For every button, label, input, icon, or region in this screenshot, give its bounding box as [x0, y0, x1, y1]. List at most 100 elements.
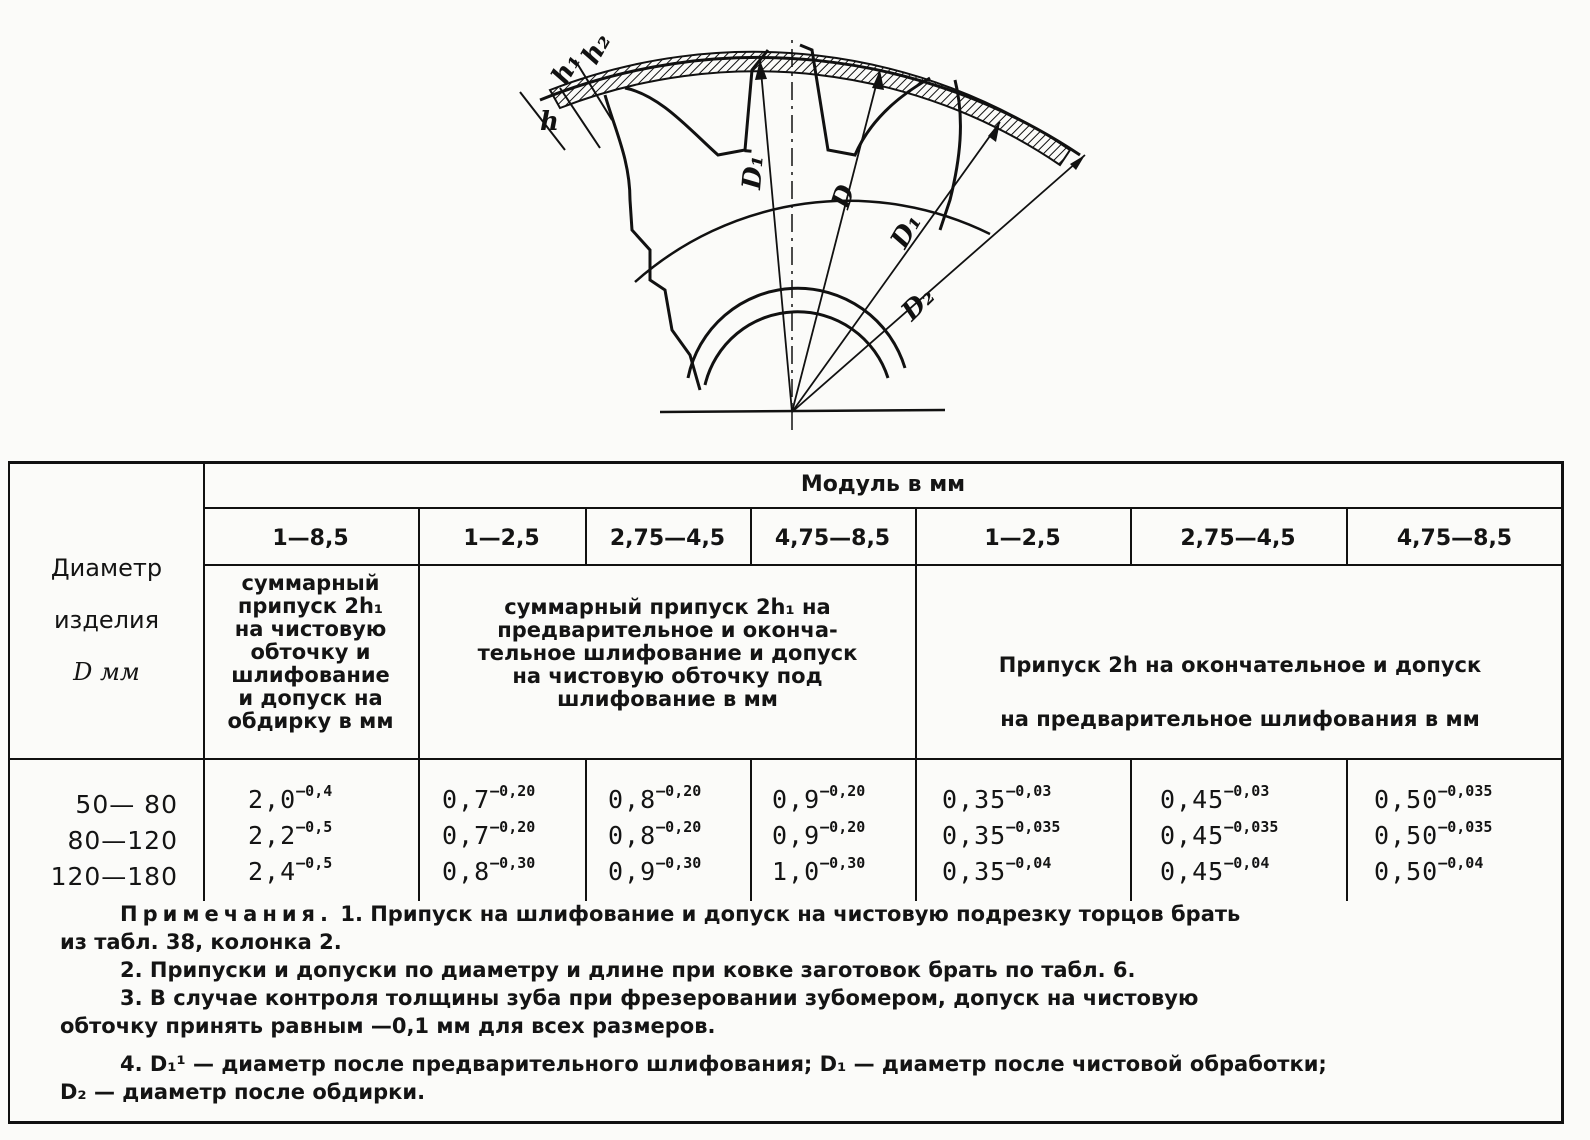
value-cell: 0,9—0,20 [772, 818, 865, 850]
value-nominal: 0,35 [942, 857, 1007, 886]
notes: Примечания. 1. Припуск на шлифование и д… [60, 900, 1542, 1106]
value-tolerance: —0,20 [490, 782, 536, 800]
value-nominal: 0,50 [1374, 821, 1439, 850]
value-nominal: 0,45 [1160, 785, 1225, 814]
value-nominal: 0,9 [608, 857, 657, 886]
diameter-header-line3: D мм [73, 658, 140, 686]
value-nominal: 2,0 [248, 785, 297, 814]
value-cell: 0,45—0,04 [1160, 854, 1269, 886]
value-cell: 2,0—0,4 [248, 782, 332, 814]
desc-line: Припуск 2h на окончательное и допуск [998, 653, 1482, 677]
desc-line: обдирку в мм [227, 709, 394, 733]
value-tolerance: —0,20 [656, 782, 702, 800]
note-1: Примечания. 1. Припуск на шлифование и д… [80, 900, 1542, 928]
value-cell: 0,9—0,30 [608, 854, 701, 886]
allowance-table: Диаметр изделия D мм Модуль в мм 1—8,5 1… [8, 461, 1564, 1124]
value-nominal: 0,9 [772, 821, 821, 850]
value-cell: 0,7—0,20 [442, 782, 535, 814]
module-range: 2,75—4,5 [1180, 526, 1296, 551]
desc-line: суммарный [241, 571, 380, 595]
dimension-lines [759, 59, 1086, 413]
value-nominal: 2,2 [248, 821, 297, 850]
value-cell: 0,45—0,035 [1160, 818, 1278, 850]
arrowheads [755, 60, 1085, 170]
hub-inner-arc [703, 310, 890, 386]
gear-sector-drawing: h h₁ h₂ D₁' D D₁ D₂ [519, 28, 1086, 430]
group3-description: Припуск 2h на окончательное и допуск на … [917, 638, 1563, 746]
diameter-header-line2: изделия [53, 606, 160, 634]
value-cell: 0,45—0,03 [1160, 782, 1269, 814]
note-4: 4. D₁¹ — диаметр после предварительного … [120, 1052, 1327, 1076]
note-1-cont: из табл. 38, колонка 2. [60, 930, 342, 954]
value-tolerance: —0,20 [820, 782, 866, 800]
value-tolerance: —0,035 [1006, 818, 1061, 836]
value-tolerance: —0,30 [820, 854, 866, 872]
value-cell: 0,7—0,20 [442, 818, 535, 850]
desc-line: суммарный припуск 2h₁ на [504, 595, 831, 619]
value-cell: 0,50—0,035 [1374, 782, 1492, 814]
label-d: D [826, 181, 862, 213]
value-tolerance: —0,5 [296, 818, 333, 836]
value-nominal: 0,8 [608, 821, 657, 850]
value-cell: 0,8—0,20 [608, 782, 701, 814]
value-tolerance: —0,30 [656, 854, 702, 872]
value-cell: 0,50—0,035 [1374, 818, 1492, 850]
diameter-row: 80—120 [67, 826, 178, 855]
group2-description: суммарный припуск 2h₁ на предварительное… [420, 596, 915, 711]
value-nominal: 0,45 [1160, 821, 1225, 850]
value-cell: 0,8—0,30 [442, 854, 535, 886]
desc-line: шлифование [231, 663, 390, 687]
label-d1: D₁ [885, 209, 928, 254]
outer-arc [539, 56, 1081, 157]
desc-line: и допуск на [238, 686, 383, 710]
module-range: 1—2,5 [463, 526, 540, 551]
value-nominal: 0,7 [442, 821, 491, 850]
note-3-cont: обточку принять равным —0,1 мм для всех … [60, 1014, 716, 1038]
value-tolerance: —0,04 [1438, 854, 1484, 872]
note-3: 3. В случае контроля толщины зуба при фр… [120, 986, 1199, 1010]
value-nominal: 0,7 [442, 785, 491, 814]
value-nominal: 0,35 [942, 821, 1007, 850]
diameter-row: 120—180 [50, 862, 178, 891]
value-tolerance: —0,5 [296, 854, 333, 872]
value-cell: 0,35—0,035 [942, 818, 1060, 850]
desc-line: на предварительное шлифования в мм [1000, 707, 1480, 731]
value-tolerance: —0,04 [1224, 854, 1270, 872]
value-cell: 2,2—0,5 [248, 818, 332, 850]
body-arc [634, 199, 991, 283]
module-range: 1—8,5 [272, 526, 349, 551]
base-line [659, 408, 946, 414]
desc-line: предварительное и оконча- [497, 618, 838, 642]
group1-description: суммарный припуск 2h₁ на чистовую обточк… [205, 572, 416, 733]
desc-line: припуск 2h₁ [237, 594, 384, 618]
value-tolerance: —0,035 [1224, 818, 1279, 836]
notes-heading: Примечания. [120, 902, 334, 926]
value-cell: 2,4—0,5 [248, 854, 332, 886]
value-cell: 0,50—0,04 [1374, 854, 1483, 886]
value-nominal: 1,0 [772, 857, 821, 886]
value-cell: 0,35—0,03 [942, 782, 1051, 814]
desc-line: тельное шлифование и допуск [477, 641, 858, 665]
value-nominal: 0,8 [442, 857, 491, 886]
thickness-marks [519, 59, 613, 151]
desc-line: шлифование в мм [557, 687, 778, 711]
diameter-header-line1: Диаметр [50, 554, 163, 582]
value-cell: 0,35—0,04 [942, 854, 1051, 886]
value-cell: 1,0—0,30 [772, 854, 865, 886]
value-tolerance: —0,20 [490, 818, 536, 836]
diameter-row: 50— 80 [75, 790, 178, 819]
diameter-header: Диаметр изделия D мм [10, 542, 203, 698]
value-tolerance: —0,4 [296, 782, 333, 800]
value-tolerance: —0,03 [1224, 782, 1270, 800]
gear-teeth-outline [603, 43, 962, 391]
label-d-pre: D₁' [737, 146, 771, 191]
module-header: Модуль в мм [800, 472, 966, 497]
value-tolerance: —0,04 [1006, 854, 1052, 872]
allowance-band [548, 50, 1072, 167]
desc-line: обточку и [250, 640, 371, 664]
note-4-cont: D₂ — диаметр после обдирки. [60, 1080, 426, 1104]
value-nominal: 0,8 [608, 785, 657, 814]
value-nominal: 0,45 [1160, 857, 1225, 886]
value-tolerance: —0,03 [1006, 782, 1052, 800]
